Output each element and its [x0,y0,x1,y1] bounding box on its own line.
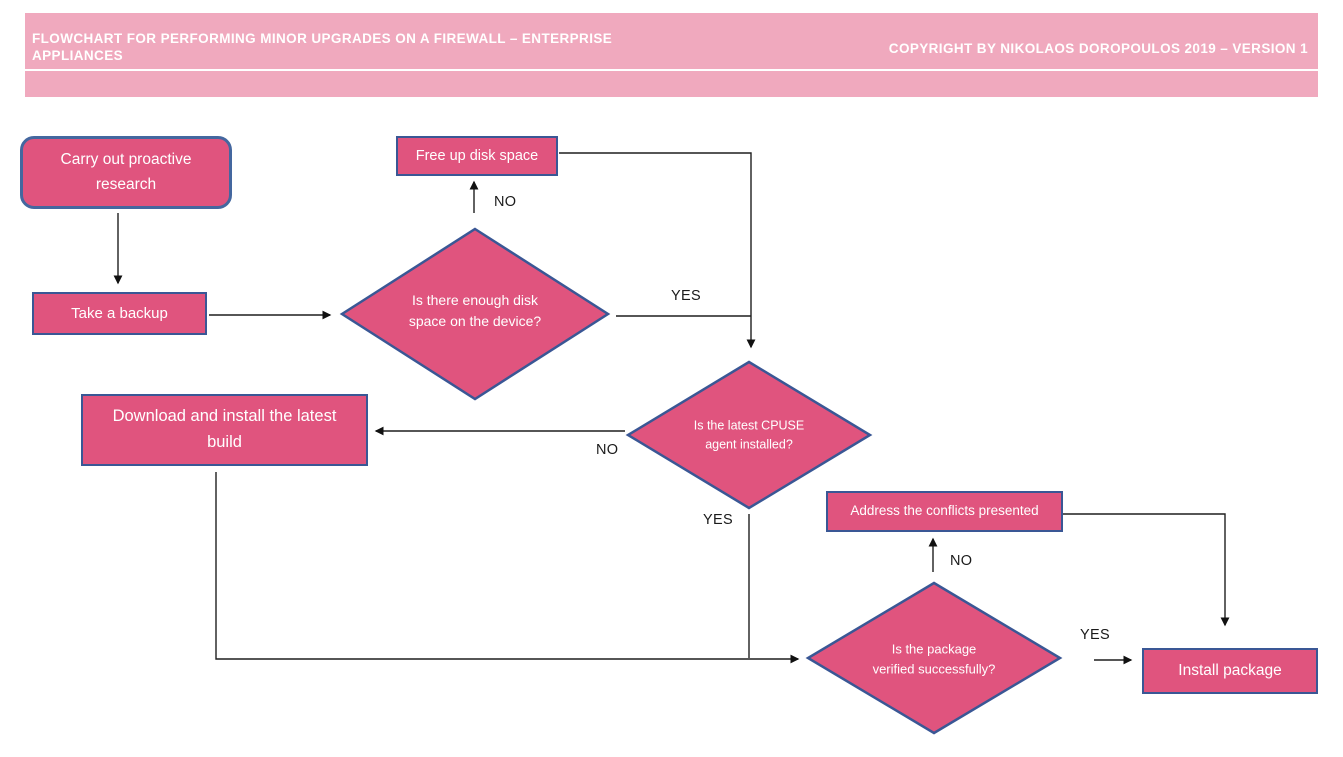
connector-download-to-verify-decision [215,472,800,664]
header-divider [25,69,1318,71]
diamond-package-verified [805,581,1063,735]
node-label: Install package [1178,661,1282,679]
node-install-package: Install package [1142,648,1318,694]
node-label: Take a backup [71,304,168,322]
node-label: Download and install the latest build [112,407,337,451]
edge-label-verify-yes: YES [1080,627,1110,643]
header-copyright: COPYRIGHT BY NIKOLAOS DOROPOULOS 2019 – … [888,41,1308,56]
node-address-the-conflicts: Address the conflicts presented [826,491,1063,532]
edge-label-cpuse-no: NO [596,442,619,458]
edge-label-disk-yes: YES [671,288,701,304]
diamond-disk-space [339,227,611,401]
diamond-disk-space-label: Is there enough disk space on the device… [408,292,542,329]
node-label: Address the conflicts presented [850,503,1039,519]
header-bar: FLOWCHART FOR PERFORMING MINOR UPGRADES … [25,13,1318,97]
node-label: Free up disk space [415,147,539,164]
node-free-up-disk-space: Free up disk space [396,136,558,176]
connector-conflicts-to-install [1063,513,1230,627]
edge-label-disk-no: NO [494,194,517,210]
edge-label-cpuse-yes: YES [703,512,733,528]
diamond-package-verified-label: Is the package verified successfully? [872,641,996,677]
edge-label-verify-no: NO [950,553,973,569]
header-title: FLOWCHART FOR PERFORMING MINOR UPGRADES … [32,31,613,63]
diamond-cpuse-agent [625,360,873,510]
node-download-and-install-latest-build: Download and install the latest build [81,394,368,466]
node-label: Carry out proactive research [60,151,192,193]
diamond-cpuse-agent-label: Is the latest CPUSE agent installed? [693,418,805,451]
connector-free-space-to-cpuse-decision [559,152,756,349]
node-take-a-backup: Take a backup [32,292,207,335]
node-carry-out-proactive-research: Carry out proactive research [20,136,232,209]
